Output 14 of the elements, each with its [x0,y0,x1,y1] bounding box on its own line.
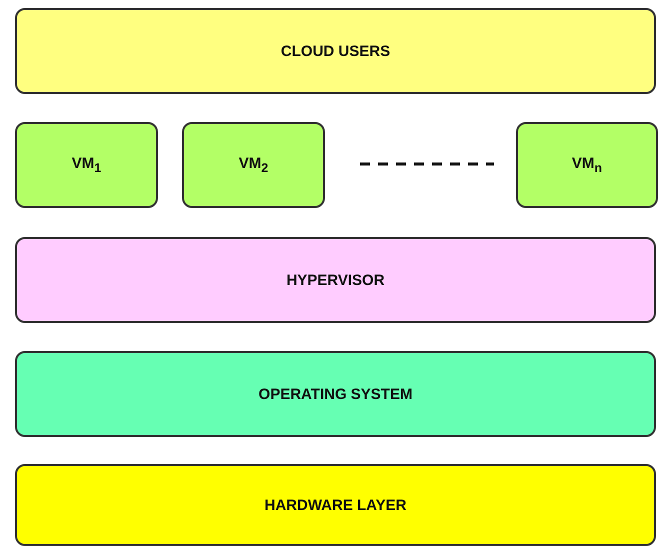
vm-box [15,122,158,208]
box-label: VM$_{1}$ [72,155,102,175]
layer-box [15,351,656,437]
box-label: CLOUD USERS [280,42,390,60]
layer-box [15,237,656,323]
box-label: HYPERVISOR [286,272,385,288]
layer-box [15,464,656,546]
box-label: VM$_{2}$ [238,155,268,175]
box-label: OPERATING SYSTEM [258,386,412,402]
box-label: HARDWARE LAYER [264,496,406,514]
layer-box [15,8,656,94]
vm-box [516,122,658,208]
vm-box [182,122,325,208]
box-label: VM$_{n}$ [572,155,602,175]
